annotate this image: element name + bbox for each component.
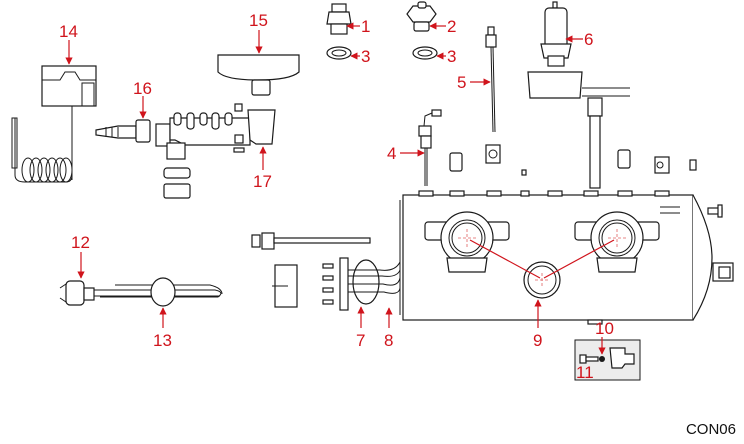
callout-10: 10 [595,319,614,338]
boiler-top-fittings [449,144,734,282]
manifold-part[interactable] [155,103,276,199]
callout-3a: 3 [361,47,370,66]
callout-16: 16 [133,79,152,98]
callout-2: 2 [447,17,456,36]
callout-11: 11 [576,363,594,382]
callout-8: 8 [384,331,393,350]
vacuum-valve-inset[interactable] [574,339,641,381]
callouts: 1 2 3 3 5 6 4 14 15 16 17 12 13 7 8 9 10 [59,11,614,382]
cap-part[interactable] [217,54,300,96]
pressure-switch-part[interactable] [527,1,630,189]
callout-1: 1 [361,17,370,36]
temperature-probe-part[interactable] [485,26,497,133]
fitting-part[interactable] [326,3,352,60]
callout-15: 15 [249,11,268,30]
callout-17: 17 [253,172,272,191]
thermostat-part[interactable] [11,65,97,183]
hose-connector-part[interactable] [95,119,151,143]
heating-element-part[interactable] [251,232,401,311]
level-probe-part[interactable] [418,109,442,186]
callout-6: 6 [584,30,593,49]
valve-plug-part[interactable] [406,1,438,60]
boiler-body[interactable] [399,190,713,325]
callout-3b: 3 [447,47,456,66]
right-flange [574,211,660,273]
element-assembly-part[interactable] [59,277,223,307]
callout-9: 9 [533,331,542,350]
flange-gasket-part[interactable] [469,239,615,299]
left-flange [424,211,510,273]
callout-5: 5 [457,73,466,92]
callout-4: 4 [387,144,396,163]
capillary-coil [21,157,73,183]
callout-12: 12 [71,233,90,252]
callout-13: 13 [153,331,172,350]
callout-7: 7 [356,331,365,350]
callout-14: 14 [59,22,78,41]
drawing-code: CON06 [685,421,736,438]
